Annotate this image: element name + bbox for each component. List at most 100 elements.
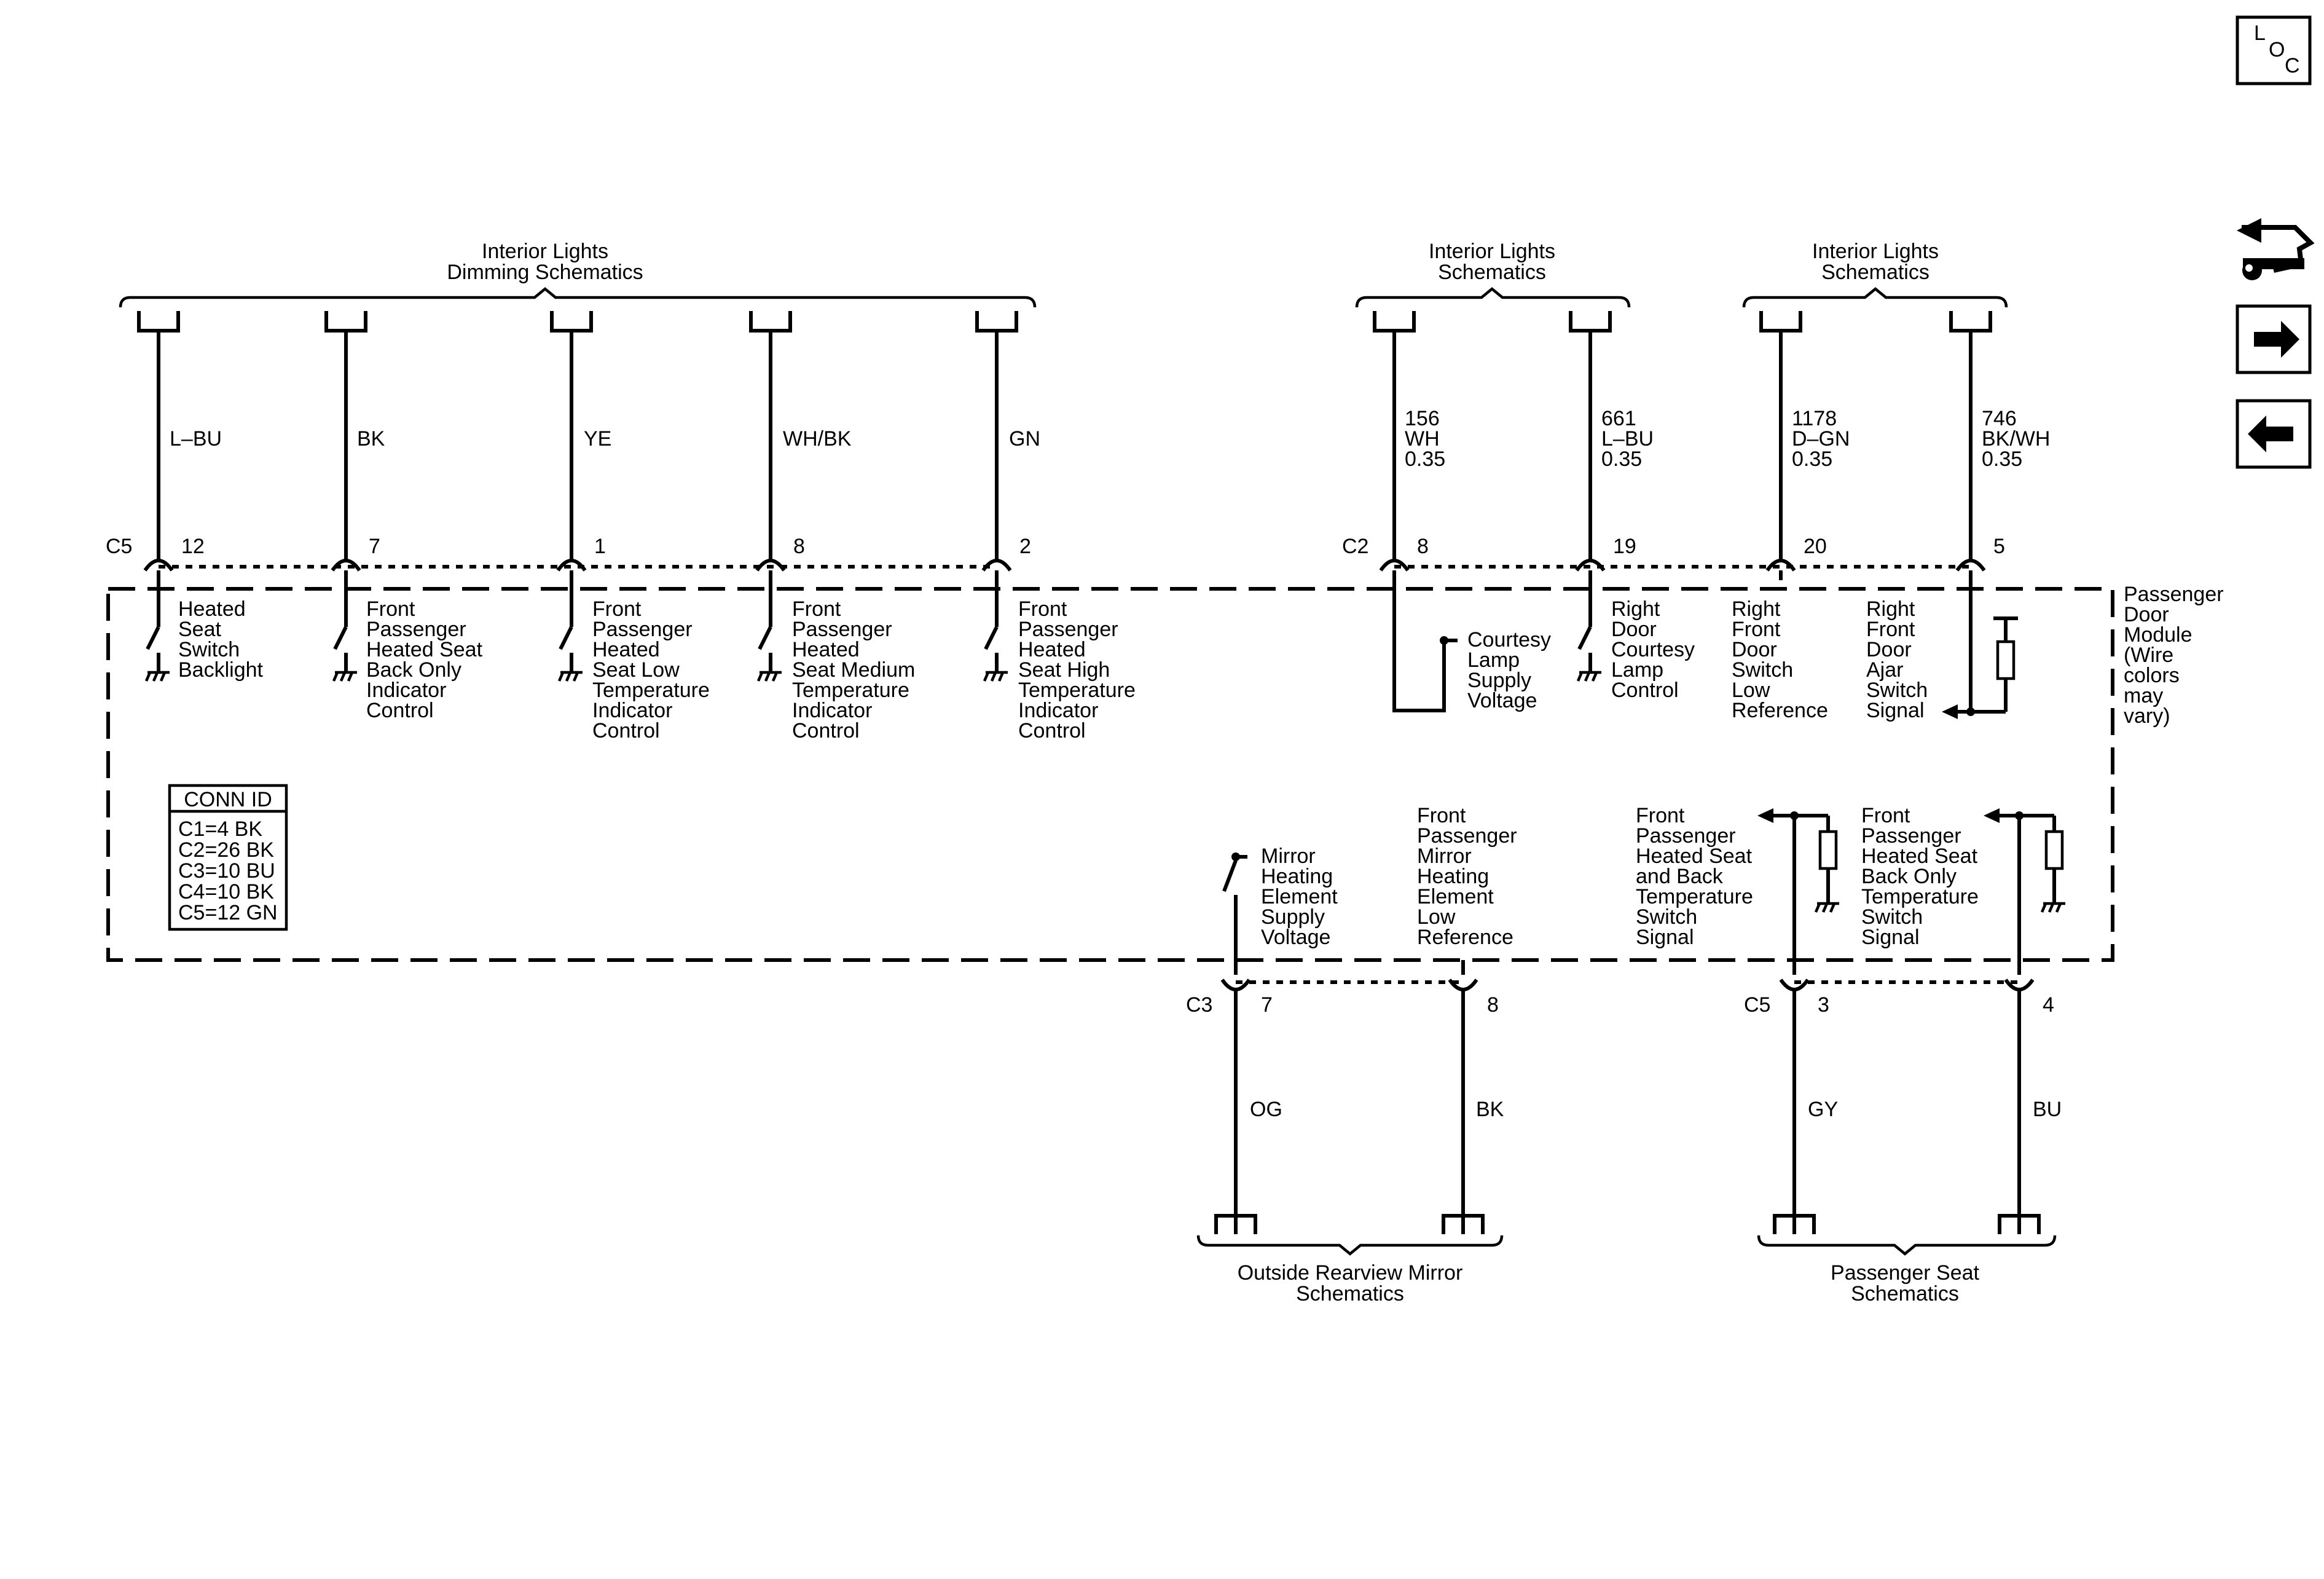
bfunc-4-line1: Front <box>1861 804 1910 827</box>
bottom-connector-labels: C3 C5 7 8 3 4 <box>1186 993 2054 1017</box>
module-name-3: Module <box>2124 623 2192 647</box>
pin-label-2: 7 <box>369 535 380 558</box>
bpin-label-4: 4 <box>2043 993 2054 1017</box>
loc-icon[interactable]: L O C <box>2236 15 2312 85</box>
func-2-line4: Back Only <box>366 658 461 682</box>
module-name-1: Passenger <box>2124 583 2224 606</box>
func-6-line1: Courtesy <box>1467 628 1551 652</box>
func-7-line3: Courtesy <box>1611 638 1695 661</box>
header-lights-1[interactable]: Interior Lights Schematics <box>1355 240 1631 308</box>
func-4-line4: Seat Medium <box>792 658 915 682</box>
seat-back-only-temp-signal-circuit <box>1984 808 2065 975</box>
door-ajar-signal-circuit <box>1942 570 2018 719</box>
bfunc-2-line5: Element <box>1417 885 1494 908</box>
bottom-wire-labels: OG BK GY BU <box>1250 1098 2062 1121</box>
func-2-line2: Passenger <box>366 618 466 641</box>
top-wires <box>157 331 1973 559</box>
func-8-line2: Front <box>1732 618 1781 641</box>
wire-label-4: WH/BK <box>783 427 852 451</box>
func-4-line1: Front <box>792 597 841 621</box>
func-3-line1: Front <box>592 597 642 621</box>
func-8-line5: Low <box>1732 679 1770 702</box>
wire-label-9-size: 0.35 <box>1982 447 2022 471</box>
header-mirror-line2: Schematics <box>1296 1282 1404 1305</box>
bfunc-2-line1: Front <box>1417 804 1466 827</box>
wire-label-8-size: 0.35 <box>1792 447 1832 471</box>
func-7-line1: Right <box>1611 597 1660 621</box>
func-door-ajar-switch-signal: Right Front Door Ajar Switch Signal <box>1866 597 1928 722</box>
func-3-line2: Passenger <box>592 618 693 641</box>
top-terminals <box>137 311 1992 333</box>
bwire-label-2: BK <box>1476 1098 1504 1121</box>
func-2-line5: Indicator <box>366 679 446 702</box>
connector-c2: C2 <box>1342 535 1368 558</box>
bfunc-3-line1: Front <box>1636 804 1685 827</box>
wire-label-9-circuit: 746 <box>1982 407 2017 430</box>
func-8-line1: Right <box>1732 597 1781 621</box>
pin-label-3: 1 <box>594 535 606 558</box>
top-function-labels: Heated Seat Switch Backlight Front Passe… <box>178 597 1928 742</box>
conn-id-row-3: C3=10 BU <box>178 859 275 883</box>
bottom-terminals <box>1214 1214 2041 1234</box>
func-8-line6: Reference <box>1732 699 1828 722</box>
func-7-line5: Control <box>1611 679 1679 702</box>
func-7-line4: Lamp <box>1611 658 1663 682</box>
arrow-left-icon[interactable] <box>2236 399 2312 469</box>
top-connector-labels: C5 C2 12 7 1 8 2 8 19 20 5 <box>106 535 2005 558</box>
func-5-line6: Indicator <box>1018 699 1098 722</box>
pin-label-1: 12 <box>181 535 205 558</box>
func-mirror-heating-supply: Mirror Heating Element Supply Voltage <box>1261 845 1338 949</box>
conn-id-title: CONN ID <box>184 788 272 811</box>
func-4-line2: Passenger <box>792 618 892 641</box>
bfunc-4-line7: Signal <box>1861 926 1920 949</box>
bwire-label-4: BU <box>2033 1098 2062 1121</box>
func-2-line3: Heated Seat <box>366 638 483 661</box>
loc-letter-o: O <box>2269 38 2285 61</box>
pin-label-8: 20 <box>1804 535 1827 558</box>
func-8-line3: Door <box>1732 638 1777 661</box>
bfunc-4-line2: Passenger <box>1861 824 1961 848</box>
func-6-line2: Lamp <box>1467 648 1520 672</box>
wire-label-3: YE <box>584 427 611 451</box>
pin-label-4: 8 <box>793 535 805 558</box>
connector-c5-top: C5 <box>106 535 132 558</box>
header-seat-line1: Passenger Seat <box>1831 1261 1979 1285</box>
conn-id-row-5: C5=12 GN <box>178 901 278 924</box>
wire-label-5: GN <box>1009 427 1040 451</box>
func-6-line4: Voltage <box>1467 689 1537 712</box>
header-lights2-line1: Interior Lights <box>1812 240 1939 263</box>
courtesy-lamp-supply-loop <box>1392 570 1458 712</box>
func-9-line4: Ajar <box>1866 658 1903 682</box>
bfunc-1-line3: Element <box>1261 885 1338 908</box>
wire-label-7-size: 0.35 <box>1601 447 1642 471</box>
bwire-label-3: GY <box>1808 1098 1838 1121</box>
wire-label-6-circuit: 156 <box>1405 407 1440 430</box>
header-mirror-line1: Outside Rearview Mirror <box>1238 1261 1463 1285</box>
bfunc-3-line4: and Back <box>1636 865 1724 888</box>
func-8-line4: Switch <box>1732 658 1793 682</box>
bfunc-2-line3: Mirror <box>1417 845 1472 868</box>
top-wire-labels: L–BU BK YE WH/BK GN 156 WH 0.35 661 L–BU… <box>170 407 2050 471</box>
func-5-line5: Temperature <box>1018 679 1136 702</box>
func-mirror-heating-low-ref: Front Passenger Mirror Heating Element L… <box>1417 804 1517 949</box>
header-dimming[interactable]: Interior Lights Dimming Schematics <box>119 240 1037 308</box>
wire-label-7-circuit: 661 <box>1601 407 1636 430</box>
func-9-line2: Front <box>1866 618 1915 641</box>
conn-id-row-2: C2=26 BK <box>178 838 274 862</box>
wire-label-6-color: WH <box>1405 427 1440 451</box>
func-2-line1: Front <box>366 597 415 621</box>
passenger-door-module-boundary <box>106 587 2114 962</box>
func-9-line1: Right <box>1866 597 1915 621</box>
header-mirror[interactable]: Outside Rearview Mirror Schematics <box>1196 1235 1504 1305</box>
header-seat[interactable]: Passenger Seat Schematics <box>1757 1235 2057 1305</box>
arrow-right-icon[interactable] <box>2236 304 2312 374</box>
wrench-tools-icon[interactable] <box>2237 218 2315 280</box>
connector-c5-bottom: C5 <box>1744 993 1770 1017</box>
header-lights-2[interactable]: Interior Lights Schematics <box>1742 240 2008 308</box>
bfunc-2-line7: Reference <box>1417 926 1513 949</box>
func-door-switch-low-reference: Right Front Door Switch Low Reference <box>1732 597 1828 722</box>
bpin-label-1: 7 <box>1261 993 1273 1017</box>
module-name-7: vary) <box>2124 704 2170 728</box>
bfunc-2-line4: Heating <box>1417 865 1489 888</box>
bfunc-2-line2: Passenger <box>1417 824 1517 848</box>
